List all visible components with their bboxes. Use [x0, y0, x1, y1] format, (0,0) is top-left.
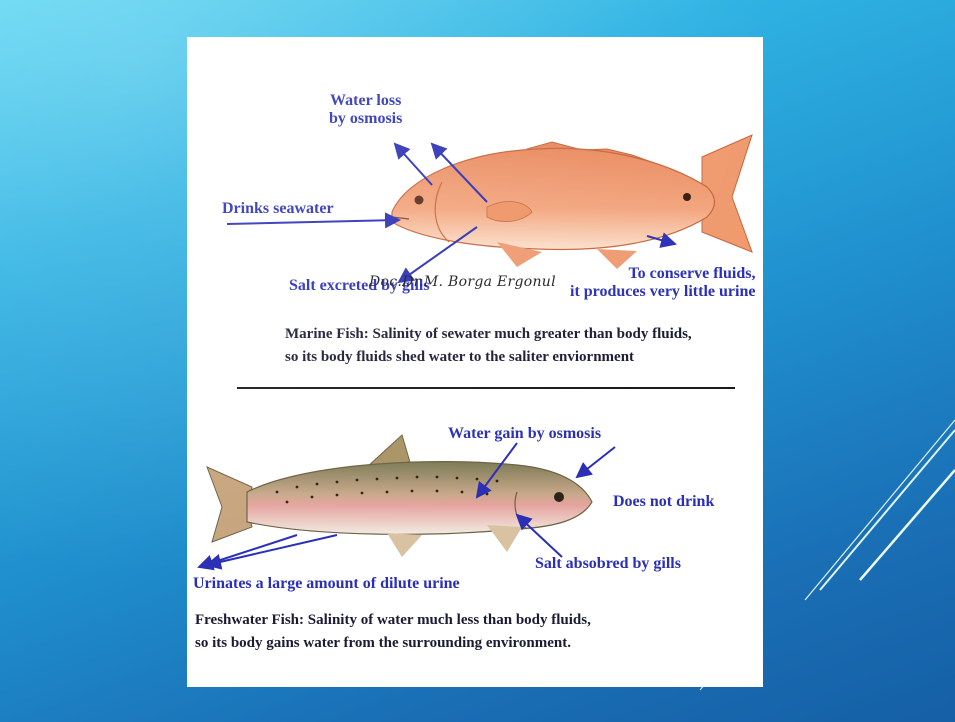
marine-caption-line2: so its body fluids shed water to the sal… [285, 346, 634, 369]
freshwater-caption-line1: Freshwater Fish: Salinity of water much … [195, 609, 591, 632]
water-loss-label: Water loss by osmosis [329, 92, 402, 129]
divider [237, 387, 735, 389]
trout-fish [207, 435, 592, 557]
freshwater-caption-line2: so its body gains water from the surroun… [195, 632, 571, 655]
drinks-seawater-label: Drinks seawater [222, 200, 334, 218]
salt-absorbed-label: Salt absobred by gills [535, 555, 681, 573]
does-not-drink-label: Does not drink [613, 493, 714, 511]
watermark: Doc.Dr.M. Borga Ergonul [369, 274, 556, 290]
conserve-fluids-label: To conserve fluids, it produces very lit… [570, 265, 755, 302]
water-gain-label: Water gain by osmosis [448, 425, 601, 443]
marine-caption-line1: Marine Fish: Salinity of sewater much gr… [285, 323, 692, 346]
diagram-card: Water loss by osmosis Drinks seawater Sa… [187, 37, 763, 687]
urinates-label: Urinates a large amount of dilute urine [193, 575, 460, 593]
